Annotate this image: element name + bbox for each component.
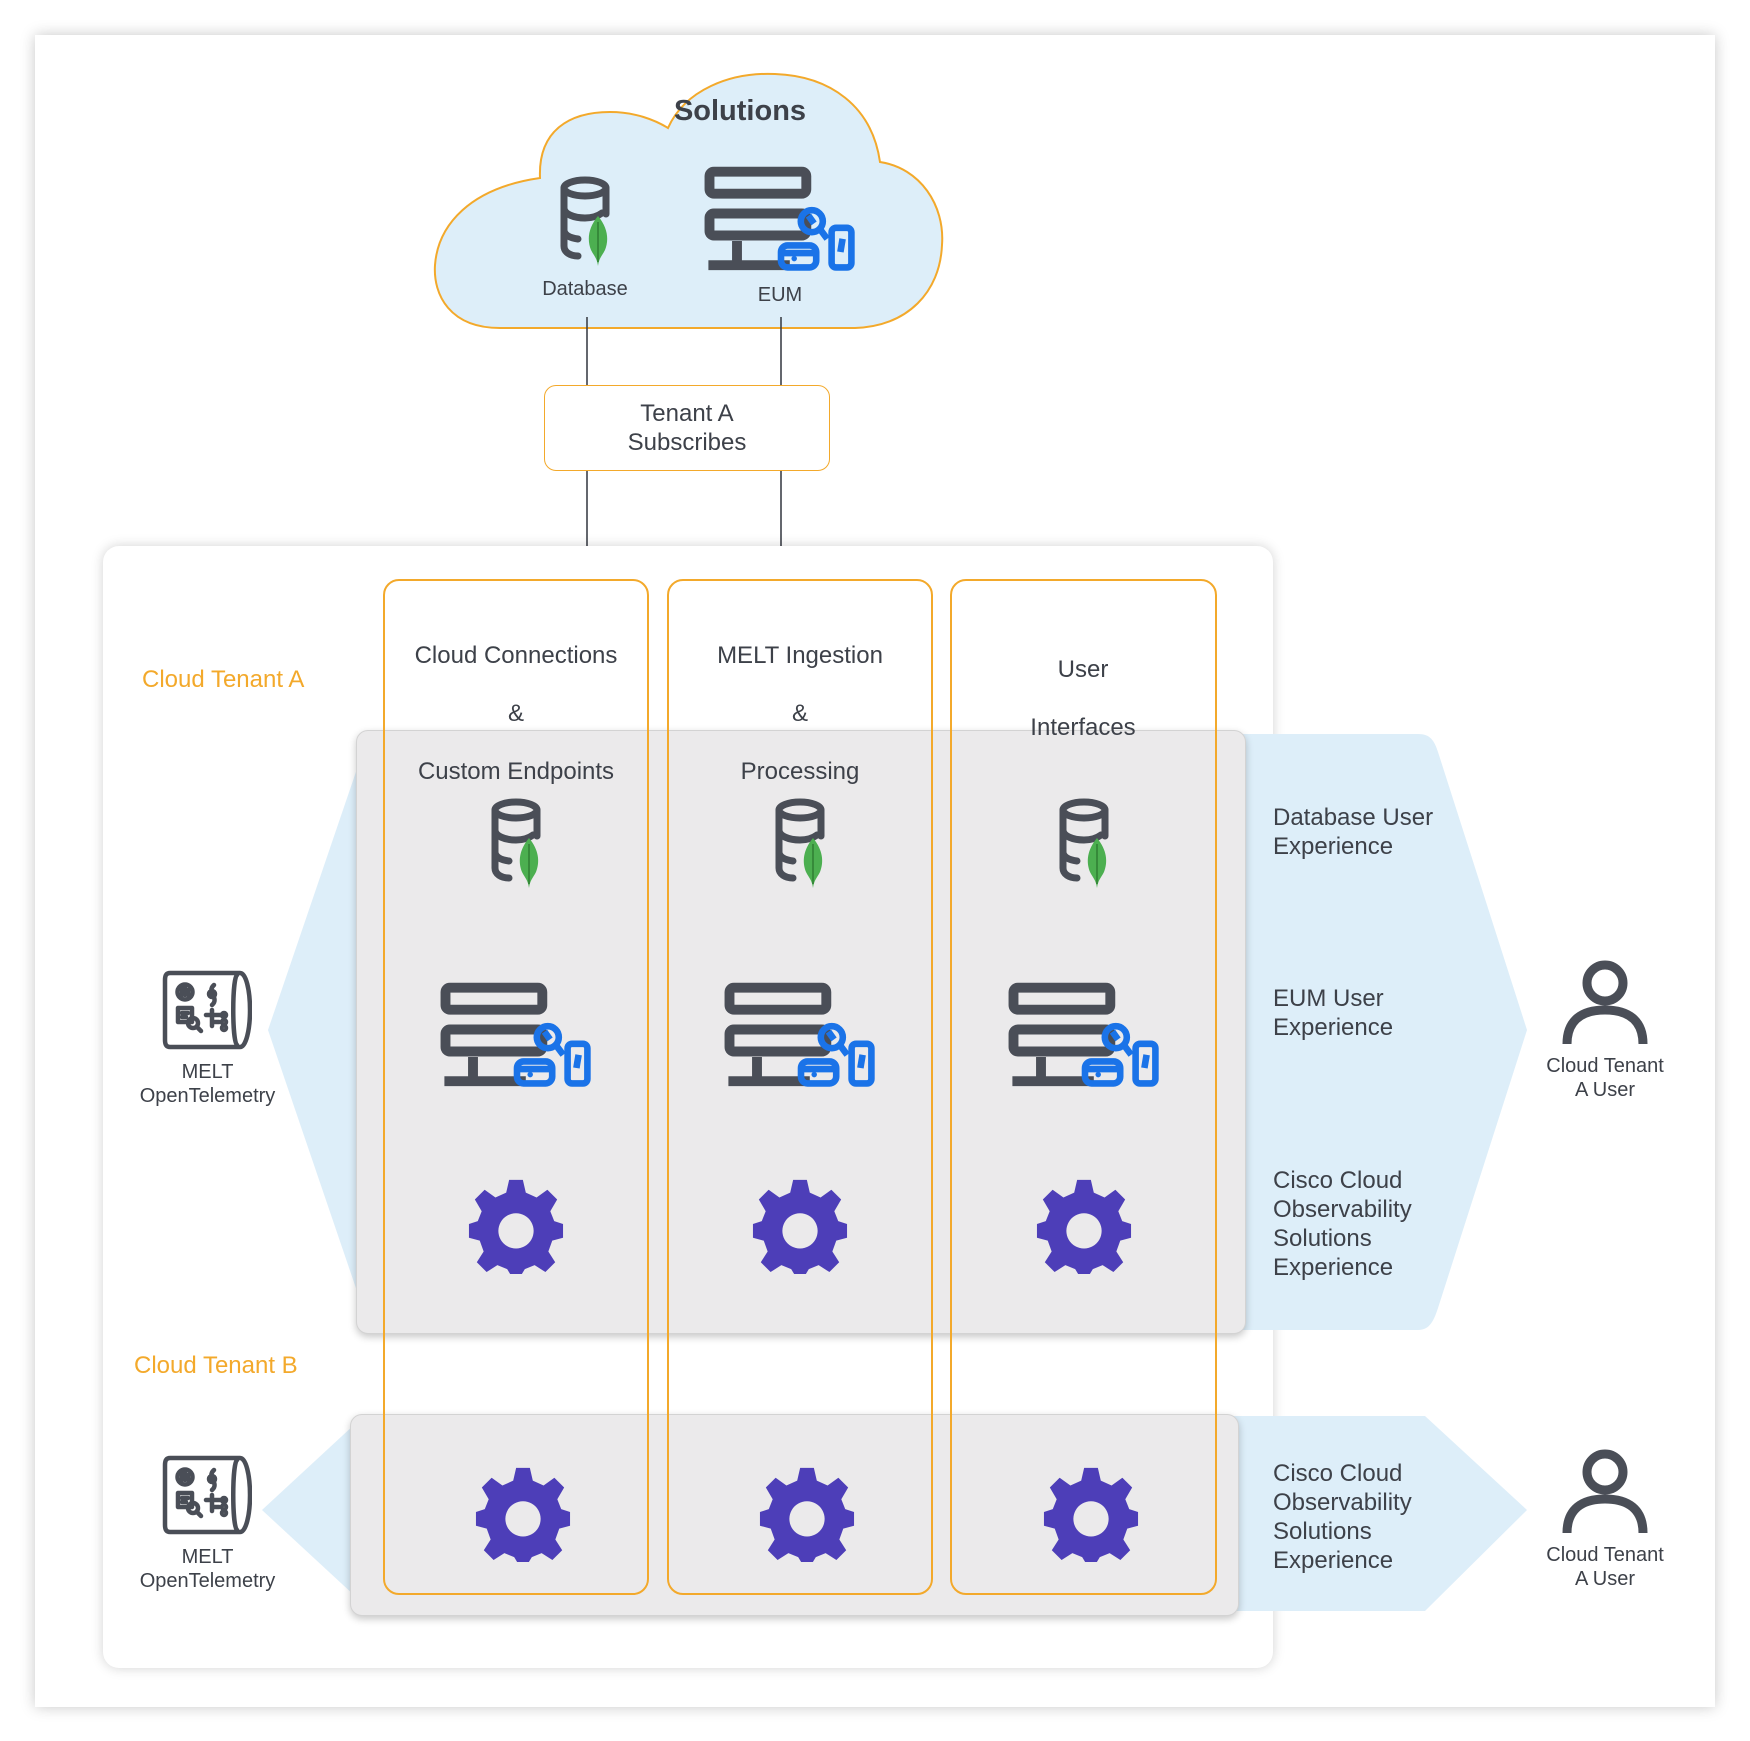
solutions-title: Solutions: [673, 95, 807, 127]
tenant-a-source-label: MELT OpenTelemetry: [139, 1061, 276, 1107]
eum-icon: [1008, 982, 1162, 1088]
database-label: Database: [542, 278, 628, 300]
gear-icon: [1042, 1462, 1140, 1564]
tenant-a-user-label: Cloud Tenant A User: [1546, 1055, 1664, 1101]
user-icon: [1560, 1447, 1650, 1537]
column-melt-ingestion: [667, 579, 933, 1595]
eum-icon: [440, 982, 594, 1088]
column-title-melt-ingestion: MELT Ingestion & Processing: [717, 642, 883, 785]
subscribe-line1: Tenant A: [640, 400, 734, 427]
tenant-b-services-box: [350, 1414, 1239, 1616]
subscribe-line2: Subscribes: [627, 429, 747, 456]
tenant-b-solutions-experience-label: Cisco Cloud Observability Solutions Expe…: [1273, 1460, 1412, 1574]
tenant-b-label: Cloud Tenant B: [134, 1352, 298, 1379]
column-cloud-connections: [383, 579, 649, 1595]
eum-label: EUM: [757, 284, 803, 306]
gear-icon: [474, 1462, 572, 1564]
database-icon: [489, 798, 549, 888]
tenant-a-input-band: [268, 760, 360, 1300]
melt-opentelemetry-icon: [162, 970, 252, 1050]
database-user-experience-label: Database User Experience: [1273, 804, 1434, 860]
column-title-cloud-connections: Cloud Connections & Custom Endpoints: [414, 642, 618, 785]
eum-user-experience-label: EUM User Experience: [1273, 985, 1394, 1041]
tenant-b-source-label: MELT OpenTelemetry: [139, 1546, 276, 1592]
melt-opentelemetry-icon: [162, 1455, 252, 1535]
gear-icon: [1035, 1174, 1133, 1276]
tenant-a-output-band: [1230, 734, 1527, 1330]
user-icon: [1560, 958, 1650, 1048]
eum-icon: [724, 982, 878, 1088]
gear-icon: [758, 1462, 856, 1564]
tenant-b-output-band: [1225, 1416, 1527, 1611]
database-icon: [773, 798, 833, 888]
tenant-b-user-label: Cloud Tenant A User: [1546, 1544, 1664, 1590]
gear-icon: [467, 1174, 565, 1276]
database-icon: [1057, 798, 1117, 888]
column-title-user-interfaces: User Interfaces: [1030, 656, 1136, 741]
tenant-subscribes-box: Tenant A Subscribes: [544, 385, 830, 471]
tenant-a-label: Cloud Tenant A: [142, 666, 305, 693]
solutions-experience-label: Cisco Cloud Observability Solutions Expe…: [1273, 1167, 1412, 1281]
column-user-interfaces: [950, 579, 1217, 1595]
gear-icon: [751, 1174, 849, 1276]
tenant-b-input-band: [262, 1424, 355, 1596]
